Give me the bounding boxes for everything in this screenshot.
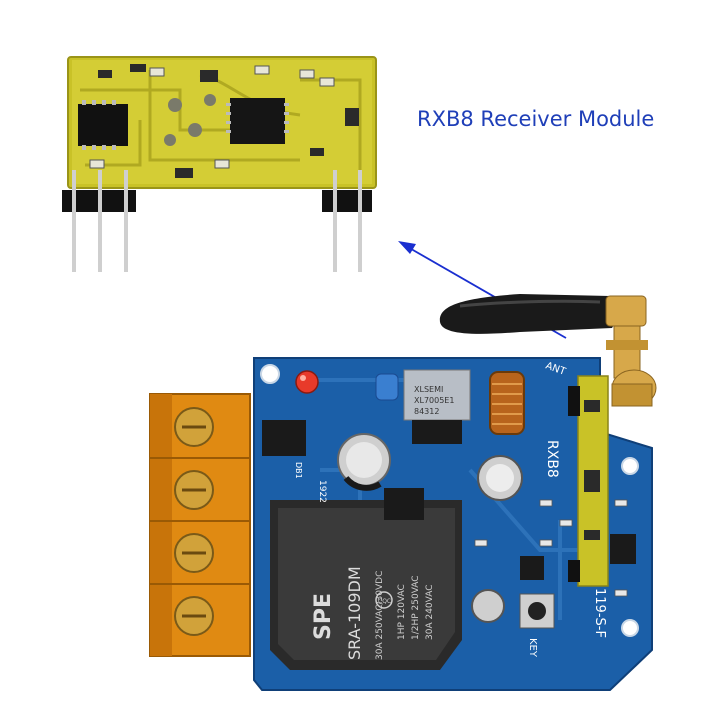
label-key: KEY [527,638,538,658]
relay-rating-1: 30A 250VAC/30VDC [375,571,385,660]
relay-rating-3: 1/2HP 250VAC [411,575,421,640]
relay-icon: SPE SRA-109DM 30A 250VAC/30VDC 1HP 120VA… [270,500,462,670]
relay-model: SRA-109DM [345,566,364,660]
relay-cqc: CQC [378,598,391,605]
relay-rating-2: 1HP 120VAC [397,584,407,640]
chip-line1: XLSEMI [414,385,443,394]
caption-rxb8: RXB8 Receiver Module [417,107,655,131]
label-rxb8: RXB8 [544,440,560,478]
relay-brand: SPE [311,593,336,640]
label-db: DB1 [294,462,303,479]
label-model-code: 119-S-F [592,588,607,638]
antenna-icon [439,294,657,407]
led-icon [295,370,319,394]
relay-rating-4: 30A 240VAC [425,584,435,640]
rxb8-module [62,56,377,272]
receiver-board: SPE SRA-109DM 30A 250VAC/30VDC 1HP 120VA… [149,357,653,691]
label-year: 1922 [317,480,327,503]
terminal-block [149,393,251,657]
chip-line2: XL7005E1 [414,396,454,405]
chip-line3: 84312 [414,407,439,416]
